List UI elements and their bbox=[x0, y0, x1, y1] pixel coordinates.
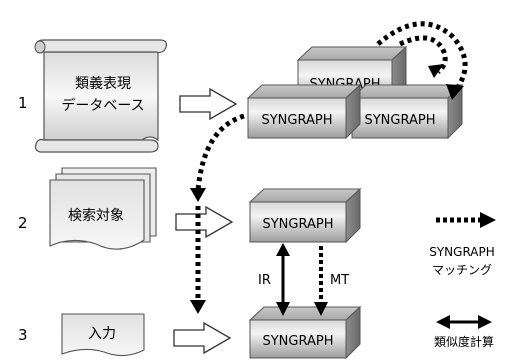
syngraph-block-mid-left bbox=[246, 83, 362, 140]
ir-arrowhead-up-icon bbox=[276, 243, 290, 256]
syngraph-label-row3: SYNGRAPH bbox=[262, 334, 333, 349]
row-number-1: 1 bbox=[18, 94, 28, 112]
syngraph-block-row2 bbox=[248, 187, 362, 244]
matching-arrow-loop-inner bbox=[398, 35, 448, 74]
legend-double-arrowhead-right-icon bbox=[478, 315, 492, 329]
documents-icon bbox=[49, 167, 157, 250]
row-number-3: 3 bbox=[18, 326, 28, 344]
matching-arrowhead-outer-icon bbox=[446, 84, 464, 100]
mt-arrowhead-icon bbox=[314, 302, 328, 316]
legend-double-arrowhead-left-icon bbox=[436, 315, 450, 329]
syngraph-label-mid-left: SYNGRAPH bbox=[261, 113, 332, 128]
mt-label: MT bbox=[330, 273, 349, 288]
legend-matching-line2: マッチング bbox=[432, 263, 492, 277]
source-label-database-line1: 類義表現 bbox=[75, 75, 131, 92]
legend: SYNGRAPH マッチング 類似度計算 bbox=[429, 212, 496, 349]
matching-arrowhead-row2-icon bbox=[190, 188, 206, 202]
scroll-icon bbox=[34, 39, 167, 153]
row-number-2: 2 bbox=[18, 214, 28, 232]
arrow-row1-icon bbox=[179, 87, 238, 121]
syngraph-block-mid-right bbox=[350, 83, 464, 140]
ir-label: IR bbox=[258, 273, 271, 288]
source-label-input: 入力 bbox=[88, 326, 116, 342]
source-label-search-target: 検索対象 bbox=[68, 207, 124, 224]
input-note-icon bbox=[61, 313, 145, 357]
arrow-row3-icon bbox=[173, 321, 232, 355]
ir-arrowhead-down-icon bbox=[276, 302, 290, 316]
syngraph-block-row3 bbox=[248, 305, 362, 360]
matching-arrowhead-row3-icon bbox=[190, 300, 206, 314]
legend-similarity: 類似度計算 bbox=[434, 334, 494, 349]
legend-dotted-arrowhead-icon bbox=[480, 212, 496, 228]
matching-arrow-to-row2 bbox=[195, 113, 245, 191]
arrow-row2-icon bbox=[175, 205, 234, 239]
syngraph-label-row2: SYNGRAPH bbox=[262, 217, 333, 232]
syngraph-label-mid-right: SYNGRAPH bbox=[364, 113, 435, 128]
matching-arrow-loop-outer bbox=[376, 21, 468, 92]
legend-matching-line1: SYNGRAPH bbox=[429, 245, 495, 259]
source-label-database-line2: データベース bbox=[61, 97, 144, 114]
matching-arrowhead-inner-icon bbox=[428, 64, 444, 78]
